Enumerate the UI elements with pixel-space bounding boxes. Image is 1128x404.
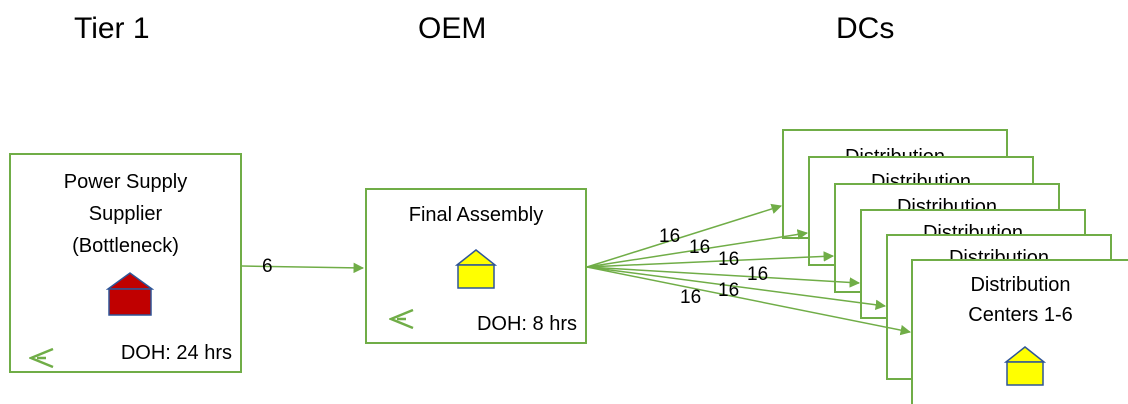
tier-heading-tier1: Tier 1 [74,12,150,45]
inventory-triangle-icon [29,347,54,369]
inventory-triangle-icon [389,308,414,330]
arrow-label-dc-2: 16 [689,237,711,258]
tier-heading-dcs: DCs [836,12,895,45]
arrow-label-dc-1: 16 [659,226,681,247]
supplier-name-line2: Supplier [88,203,163,225]
tier-heading-oem: OEM [418,12,487,45]
assembly-house-icon [455,249,497,289]
final-assembly-title: Final Assembly [408,204,544,226]
final-assembly-node[interactable]: Final Assembly DOH: 8 hrs [365,188,587,344]
supplier-node[interactable]: Power Supply Supplier (Bottleneck) DOH: … [9,153,242,373]
supplier-house-icon [106,272,154,316]
dc-front-line1: Distribution [970,274,1071,296]
arrow-label-6: 6 [262,256,273,277]
supplier-name-line1: Power Supply [63,171,188,193]
arrow-label-dc-4: 16 [747,264,769,285]
dc-box-6[interactable]: Distribution Centers 1-6 [911,259,1128,404]
supplier-doh: DOH: 24 hrs [120,342,232,364]
dc-front-line2: Centers 1-6 [968,304,1073,326]
supplier-name-line3: (Bottleneck) [72,235,179,257]
arrow-to-dc-1 [586,203,783,268]
arrow-to-dc-6 [586,266,912,336]
dc-house-icon [1004,346,1046,386]
assembly-doh: DOH: 8 hrs [476,313,577,335]
arrow-to-dc-5 [586,266,887,310]
arrow-to-dc-4 [586,266,861,288]
arrow-to-dc-3 [586,251,835,268]
arrow-label-dc-6: 16 [680,287,702,308]
arrow-label-dc-5: 16 [718,280,740,301]
arrow-label-dc-3: 16 [718,249,740,270]
arrow-to-dc-2 [586,229,809,268]
arrow-supplier-to-assembly [241,262,365,274]
